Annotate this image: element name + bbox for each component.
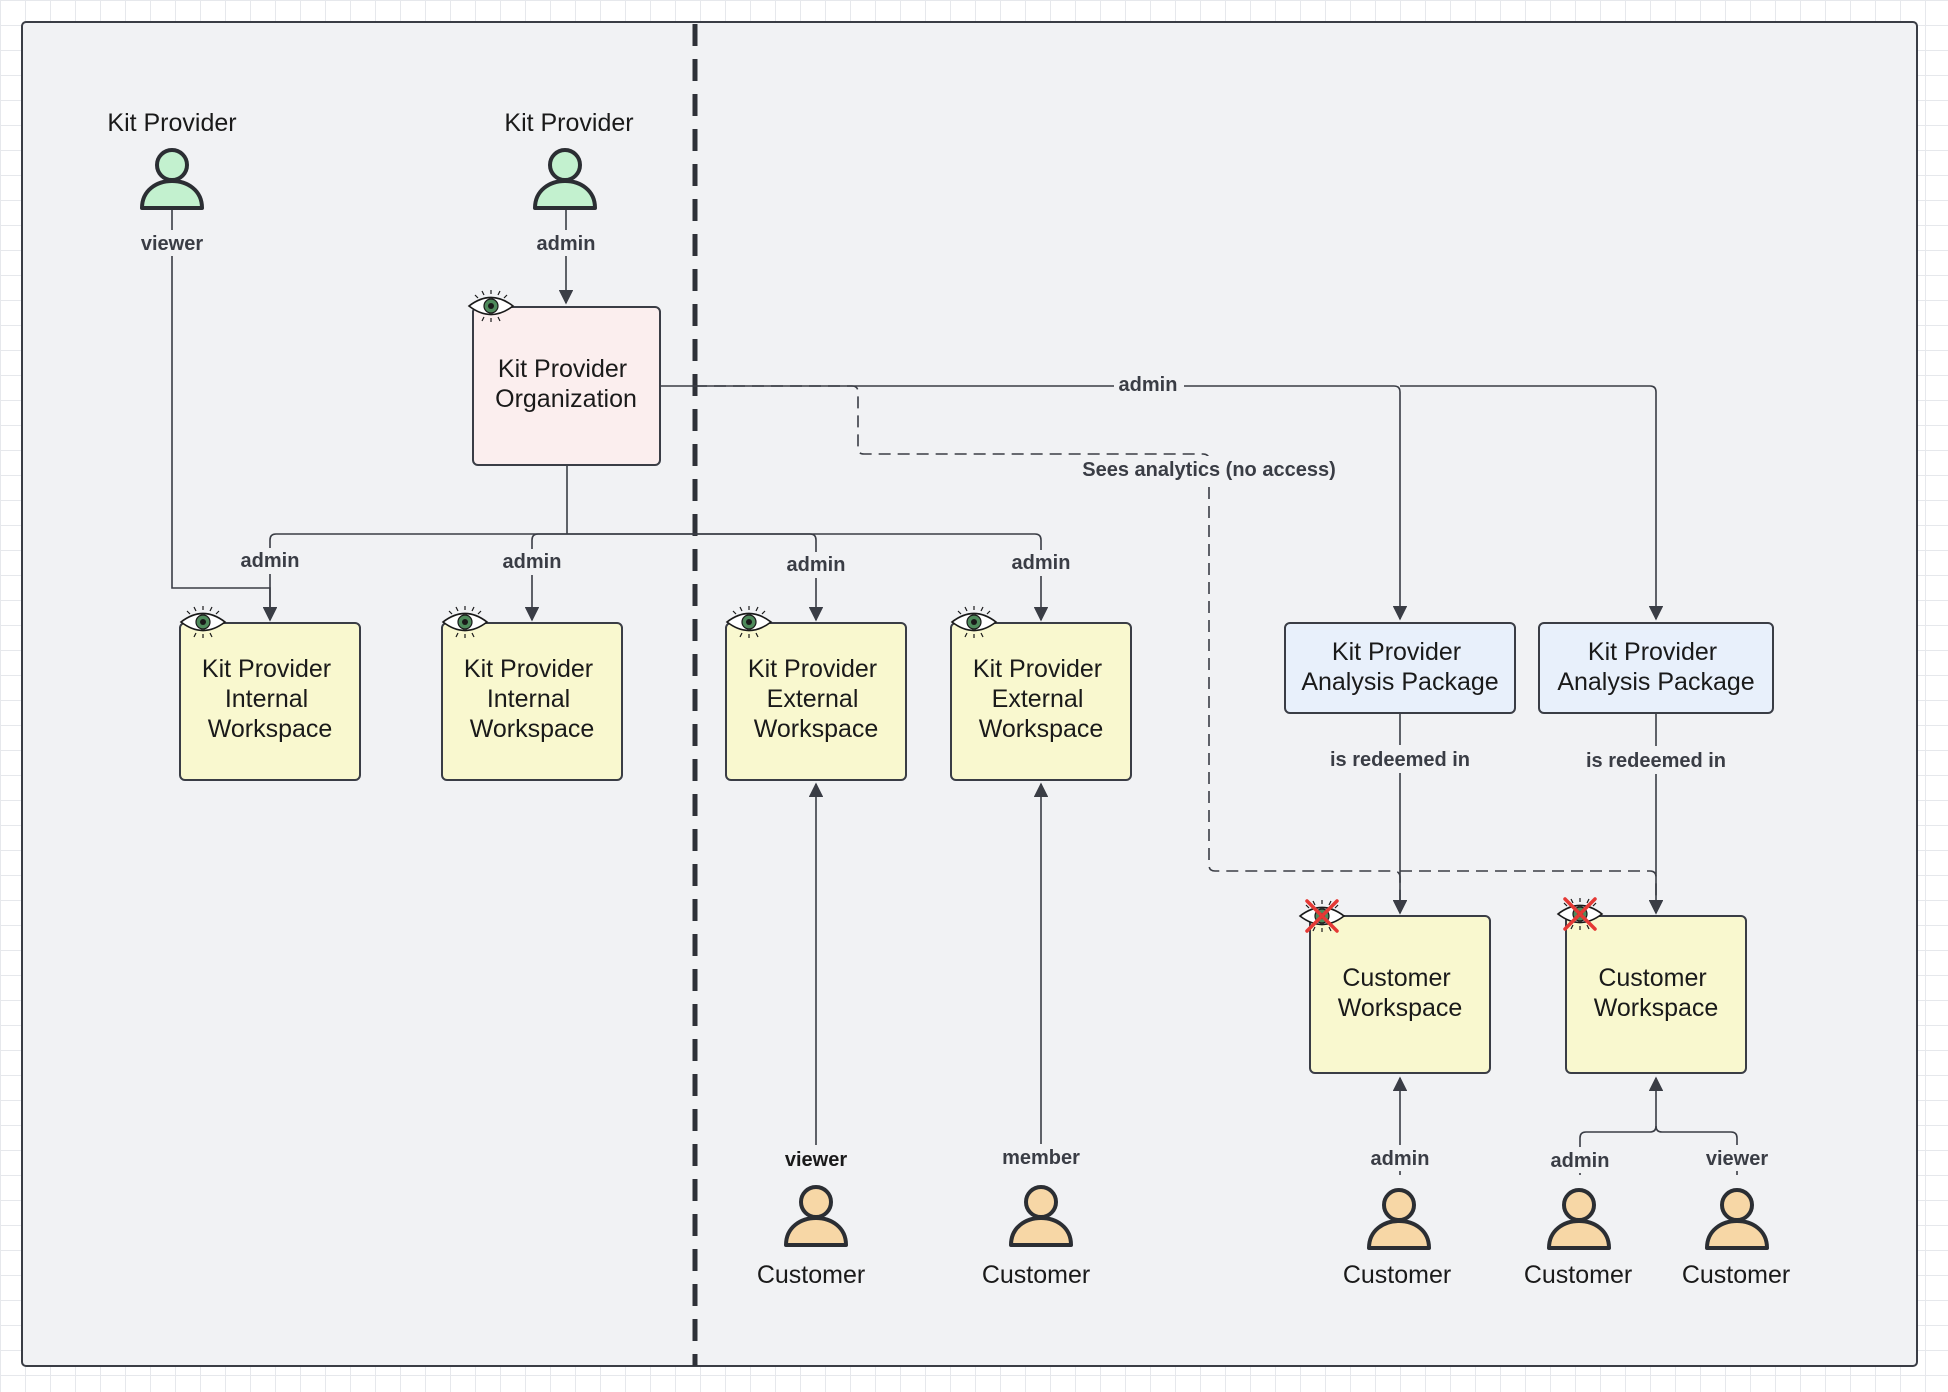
svg-text:admin: admin xyxy=(1012,552,1071,574)
actor-kit-provider-viewer[interactable]: Kit Provider xyxy=(107,109,237,210)
svg-text:admin: admin xyxy=(503,551,562,573)
svg-text:Kit Provider Internal: Kit Provider Internal Workspace xyxy=(464,655,600,743)
svg-text:Customer: Customer xyxy=(1524,1261,1632,1289)
svg-text:Kit Provider: Kit Provider xyxy=(107,109,236,137)
node-customer-workspace-1[interactable]: Customer Workspace xyxy=(1309,915,1491,1074)
edge-label-org-ew1: admin xyxy=(782,552,850,578)
svg-text:Customer: Customer xyxy=(1682,1261,1790,1289)
edge-label-c2-member: member xyxy=(999,1144,1083,1170)
svg-text:Customer Workspace: Customer Workspace xyxy=(1594,964,1719,1022)
actor-customer-3[interactable]: Customer xyxy=(1343,1188,1451,1289)
svg-text:Customer: Customer xyxy=(757,1261,865,1289)
actor-customer-4[interactable]: Customer xyxy=(1524,1188,1632,1289)
svg-text:Customer: Customer xyxy=(1343,1261,1451,1289)
edge-org-ew2 xyxy=(567,533,1049,622)
edge-label-c4-admin: admin xyxy=(1546,1147,1614,1173)
edge-org-ap2 xyxy=(1400,385,1664,621)
node-kit-provider-organization[interactable]: Kit Provider Organization xyxy=(472,306,661,466)
svg-text:Kit Provider Organizatio: Kit Provider Organization xyxy=(495,355,637,413)
node-analysis-package-1[interactable]: Kit Provider Analysis Package xyxy=(1284,622,1516,714)
edge-label-kp2-admin: admin xyxy=(532,230,600,256)
svg-text:Kit Provider External: Kit Provider External Workspace xyxy=(973,655,1109,743)
svg-text:Kit Provider: Kit Provider xyxy=(504,109,633,137)
svg-text:Kit Provider Analysis Pa: Kit Provider Analysis Package xyxy=(1301,638,1498,696)
node-analysis-package-2[interactable]: Kit Provider Analysis Package xyxy=(1538,622,1774,714)
edge-label-org-iw1: admin xyxy=(236,548,304,574)
svg-text:admin: admin xyxy=(787,554,846,576)
edge-org-iw1 xyxy=(262,533,567,622)
svg-text:viewer: viewer xyxy=(785,1149,847,1171)
svg-text:admin: admin xyxy=(1551,1150,1610,1172)
actor-customer-5[interactable]: Customer xyxy=(1682,1188,1790,1289)
node-customer-workspace-2[interactable]: Customer Workspace xyxy=(1565,915,1747,1074)
edge-label-ap2-redeemed: is redeemed in xyxy=(1578,746,1734,774)
edge-label-c5-viewer: viewer xyxy=(1701,1145,1773,1171)
svg-text:Kit Provider Internal: Kit Provider Internal Workspace xyxy=(202,655,338,743)
svg-text:Sees analytics (no access): Sees analytics (no access) xyxy=(1082,459,1335,481)
svg-text:admin: admin xyxy=(537,233,596,255)
edge-c5-cw2 xyxy=(1655,1125,1738,1175)
svg-text:Customer Workspace: Customer Workspace xyxy=(1338,964,1463,1022)
edge-label-c1-viewer: viewer xyxy=(780,1145,852,1171)
no-access-eye-icon xyxy=(1299,899,1345,933)
actor-kit-provider-admin[interactable]: Kit Provider xyxy=(504,109,634,210)
edge-org-iw2 xyxy=(524,533,567,622)
edge-label-kp1-viewer: viewer xyxy=(138,230,206,256)
svg-text:viewer: viewer xyxy=(1706,1148,1768,1170)
svg-text:Kit Provider External: Kit Provider External Workspace xyxy=(748,655,884,743)
edge-analytics-cw2 xyxy=(1400,870,1664,915)
svg-text:Kit Provider Analysis Pa: Kit Provider Analysis Package xyxy=(1557,638,1754,696)
svg-text:viewer: viewer xyxy=(141,233,203,255)
node-internal-workspace-2[interactable]: Kit Provider Internal Workspace xyxy=(441,622,623,781)
svg-text:Customer: Customer xyxy=(982,1261,1090,1289)
edge-label-org-packages: admin xyxy=(1114,373,1184,399)
node-external-workspace-1[interactable]: Kit Provider External Workspace xyxy=(725,622,907,781)
svg-text:admin: admin xyxy=(1119,374,1178,396)
node-internal-workspace-1[interactable]: Kit Provider Internal Workspace xyxy=(179,622,361,781)
svg-text:is redeemed in: is redeemed in xyxy=(1586,750,1726,772)
svg-text:is redeemed in: is redeemed in xyxy=(1330,749,1470,771)
edge-label-c3-admin: admin xyxy=(1366,1145,1434,1171)
svg-text:admin: admin xyxy=(1371,1148,1430,1170)
edge-label-org-ew2: admin xyxy=(1007,550,1075,576)
edge-analytics-cw1 xyxy=(695,385,1408,915)
no-access-eye-icon xyxy=(1557,897,1603,931)
node-external-workspace-2[interactable]: Kit Provider External Workspace xyxy=(950,622,1132,781)
actor-customer-1[interactable]: Customer xyxy=(757,1185,865,1289)
svg-text:member: member xyxy=(1002,1147,1080,1169)
edge-label-analytics: Sees analytics (no access) xyxy=(1076,456,1342,484)
actor-customer-2[interactable]: Customer xyxy=(982,1185,1090,1289)
edge-org-ap1 xyxy=(660,385,1408,621)
svg-text:admin: admin xyxy=(241,550,300,572)
edge-label-ap1-redeemed: is redeemed in xyxy=(1322,745,1478,773)
edge-label-org-iw2: admin xyxy=(498,549,566,575)
